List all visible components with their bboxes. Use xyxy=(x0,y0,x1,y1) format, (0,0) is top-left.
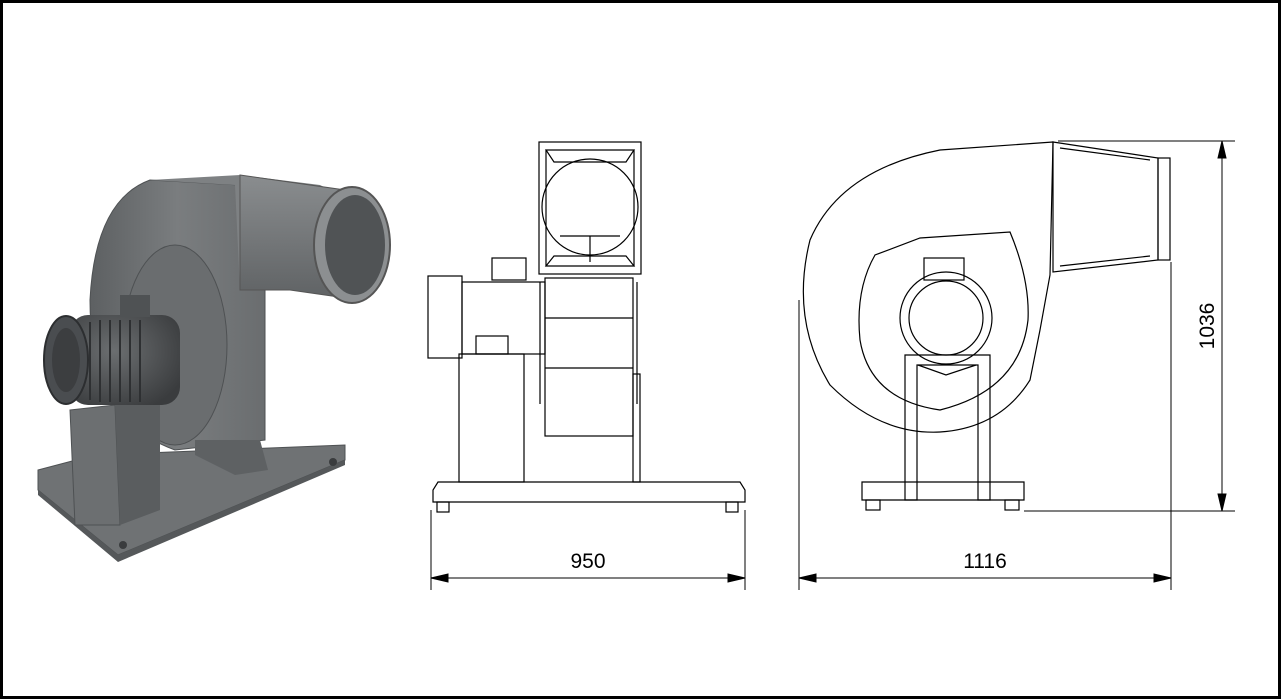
fan-photo xyxy=(37,174,391,562)
front-width-dimension xyxy=(430,510,746,590)
side-view-drawing xyxy=(802,141,1171,511)
height-label: 1036 xyxy=(1196,303,1219,350)
front-width-label: 950 xyxy=(570,550,605,573)
side-width-label: 1116 xyxy=(963,550,1007,573)
front-view-drawing xyxy=(427,141,746,513)
height-dimension xyxy=(1024,140,1235,512)
side-width-dimension xyxy=(798,262,1172,590)
